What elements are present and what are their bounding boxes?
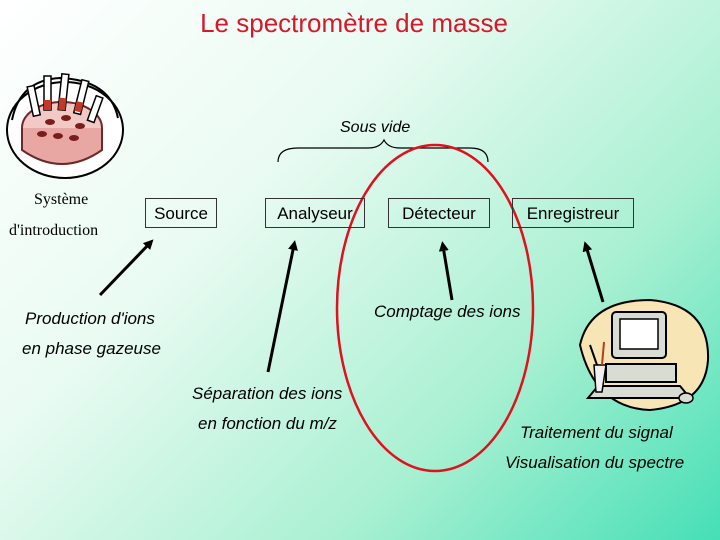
vacuum-label: Sous vide [340,119,411,136]
production-caption-line1: Production d'ions [25,309,155,328]
detector-box: Détecteur [388,198,490,228]
processing-caption-line2: Visualisation du spectre [505,453,685,472]
arrow-to-recorder [582,241,605,303]
separation-caption-line1: Séparation des ions [192,384,343,403]
counting-caption: Comptage des ions [374,302,521,321]
arrows [98,239,605,373]
arrow-to-analyzer [266,240,298,373]
arrow-to-source [98,239,154,297]
sample-tray-icon [6,72,124,179]
highlight-ellipse [335,143,535,473]
separation-caption-line2: en fonction du m/z [198,414,337,433]
intro-label-line2: d'introduction [9,222,99,239]
arrow-to-detector [438,241,454,301]
processing-caption-line1: Traitement du signal [520,423,673,442]
analyzer-box: Analyseur [265,198,365,228]
page-title: Le spectromètre de masse [200,8,508,38]
production-caption-line2: en phase gazeuse [22,339,161,358]
intro-label-line1: Système [34,191,89,208]
recorder-box: Enregistreur [512,198,634,228]
computer-icon [578,298,710,412]
vacuum-brace [277,138,489,163]
source-box: Source [145,198,217,228]
